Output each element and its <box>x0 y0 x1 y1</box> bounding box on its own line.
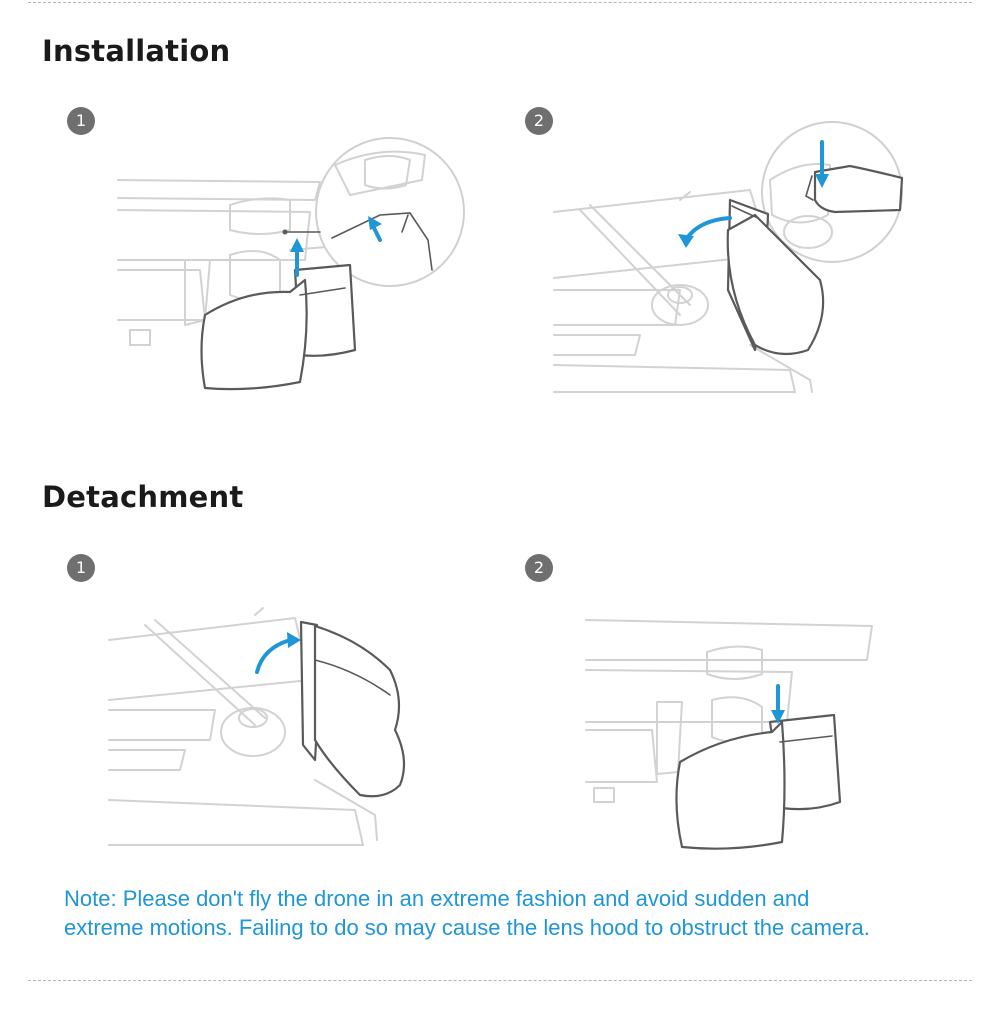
safety-note: Note: Please don't fly the drone in an e… <box>64 884 964 942</box>
installation-step-2-illustration <box>553 121 904 393</box>
safety-note-line-2: extreme motions. Failing to do so may ca… <box>64 915 870 940</box>
detachment-title: Detachment <box>42 480 244 514</box>
detachment-step-1-illustration <box>108 607 406 846</box>
detachment-step-2-badge: 2 <box>525 554 553 582</box>
safety-note-line-1: Note: Please don't fly the drone in an e… <box>64 886 810 911</box>
installation-step-1-illustration <box>117 137 465 391</box>
installation-title: Installation <box>42 34 231 68</box>
installation-step-1-badge: 1 <box>67 107 95 135</box>
detachment-step-2-illustration <box>585 619 873 850</box>
installation-step-2-badge: 2 <box>525 107 553 135</box>
top-divider <box>28 2 972 3</box>
bottom-divider <box>28 980 972 981</box>
detachment-step-1-badge: 1 <box>67 554 95 582</box>
